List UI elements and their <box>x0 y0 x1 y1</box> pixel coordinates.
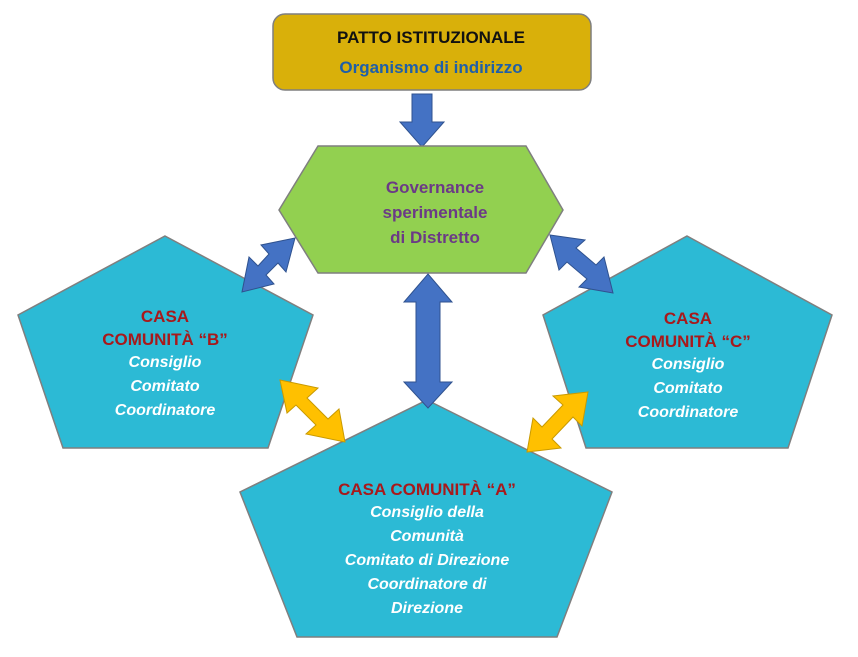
casa-b-pentagon <box>17 235 314 449</box>
governance-line-2: sperimentale <box>382 203 488 222</box>
casa-a-item: Direzione <box>390 600 463 617</box>
casa-a-pentagon <box>239 399 613 638</box>
patto-istituzionale-box <box>272 13 592 91</box>
casa-c-label: CASA COMUNITÀ “C” Consiglio Comitato Coo… <box>578 307 798 425</box>
casa-c-title-line-2: COMUNITÀ “C” <box>625 332 751 351</box>
patto-istituzionale-title: PATTO ISTITUZIONALE <box>337 28 525 47</box>
double-arrow-a-c <box>526 391 589 453</box>
governance-line-1: Governance <box>385 178 485 197</box>
casa-a-item: Comunità <box>390 528 464 545</box>
double-arrow-gov-a <box>402 273 454 409</box>
casa-a-title: CASA COMUNITÀ “A” <box>338 480 516 499</box>
casa-c-item: Consiglio <box>651 356 725 373</box>
casa-b-title-line-1: CASA <box>140 307 190 326</box>
casa-c-item: Coordinatore <box>637 404 739 421</box>
casa-a-item: Coordinatore di <box>367 576 487 593</box>
casa-a-item: Comitato di Direzione <box>344 552 510 569</box>
casa-c-item: Comitato <box>653 380 723 397</box>
organismo-indirizzo-subtitle: Organismo di indirizzo <box>339 58 523 77</box>
double-arrow-b-a <box>279 379 346 443</box>
governance-label: Governance sperimentale di Distretto <box>330 175 540 250</box>
casa-b-item: Comitato <box>130 378 200 395</box>
double-arrow-gov-c <box>549 234 614 294</box>
governance-line-3: di Distretto <box>390 228 480 247</box>
casa-a-label: CASA COMUNITÀ “A” Consiglio della Comuni… <box>300 478 554 621</box>
casa-b-label: CASA COMUNITÀ “B” Consiglio Comitato Coo… <box>55 305 275 423</box>
casa-b-item: Consiglio <box>128 354 202 371</box>
down-arrow <box>398 93 446 148</box>
governance-hexagon <box>278 145 564 274</box>
casa-a-item: Consiglio della <box>370 504 484 521</box>
casa-b-item: Coordinatore <box>114 402 216 419</box>
casa-c-title-line-1: CASA <box>663 309 713 328</box>
double-arrow-gov-b <box>241 237 296 293</box>
casa-b-title-line-2: COMUNITÀ “B” <box>102 330 228 349</box>
casa-c-pentagon <box>542 235 833 449</box>
